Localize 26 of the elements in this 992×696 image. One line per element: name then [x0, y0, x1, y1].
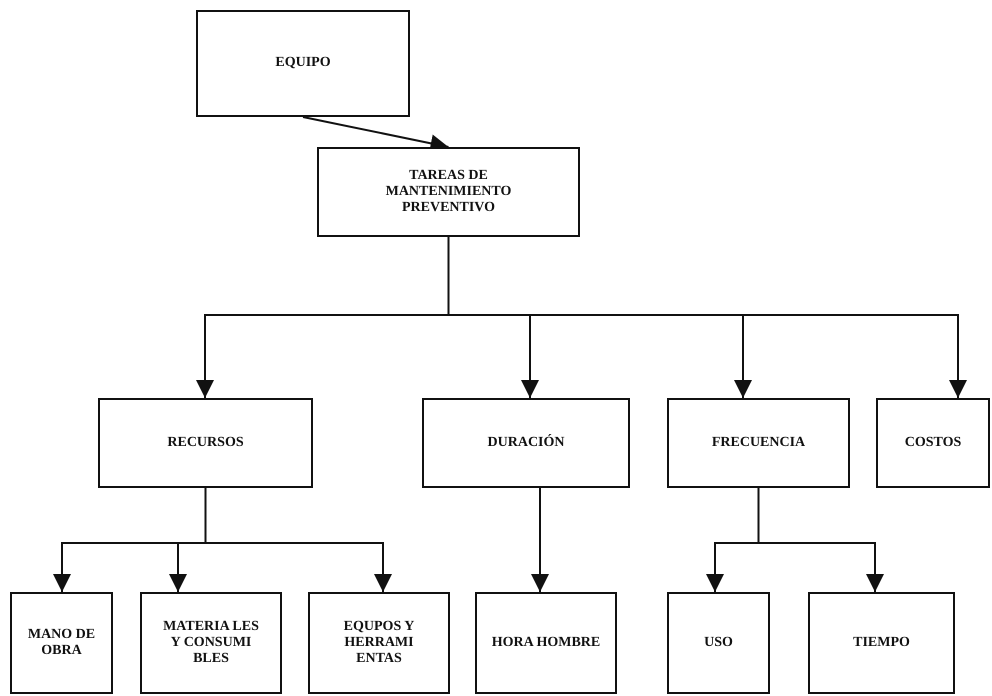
box-label: TIEMPO: [853, 634, 910, 652]
box-label: TAREAS DE MANTENIMIENTO PREVENTIVO: [384, 168, 512, 216]
box-label: COSTOS: [904, 434, 962, 452]
box-label: RECURSOS: [167, 434, 244, 452]
arrow: [531, 488, 549, 592]
box-label: MANO DE OBRA: [26, 626, 96, 660]
process-box: [876, 398, 990, 488]
box-label: EQUIPO: [275, 55, 331, 72]
process-box: [317, 147, 580, 237]
box-label: FRECUENCIA: [712, 434, 806, 452]
box-label: MATERIA LES Y CONSUMI BLES: [162, 618, 260, 668]
process-box: [10, 592, 113, 694]
process-box: [808, 592, 955, 694]
process-box: [667, 398, 850, 488]
box-label: HORA HOMBRE: [492, 634, 600, 652]
box-label: DURACIÓN: [488, 434, 564, 452]
box-label: EQUPOS Y HERRAMI ENTAS: [342, 618, 416, 668]
process-box: [667, 592, 770, 694]
process-box: [140, 592, 282, 694]
process-box: [422, 398, 630, 488]
box-label: USO: [704, 634, 733, 652]
process-box: [308, 592, 450, 694]
process-box: [196, 10, 410, 117]
process-box: [475, 592, 617, 694]
process-box: [98, 398, 313, 488]
arrow: [204, 488, 392, 592]
